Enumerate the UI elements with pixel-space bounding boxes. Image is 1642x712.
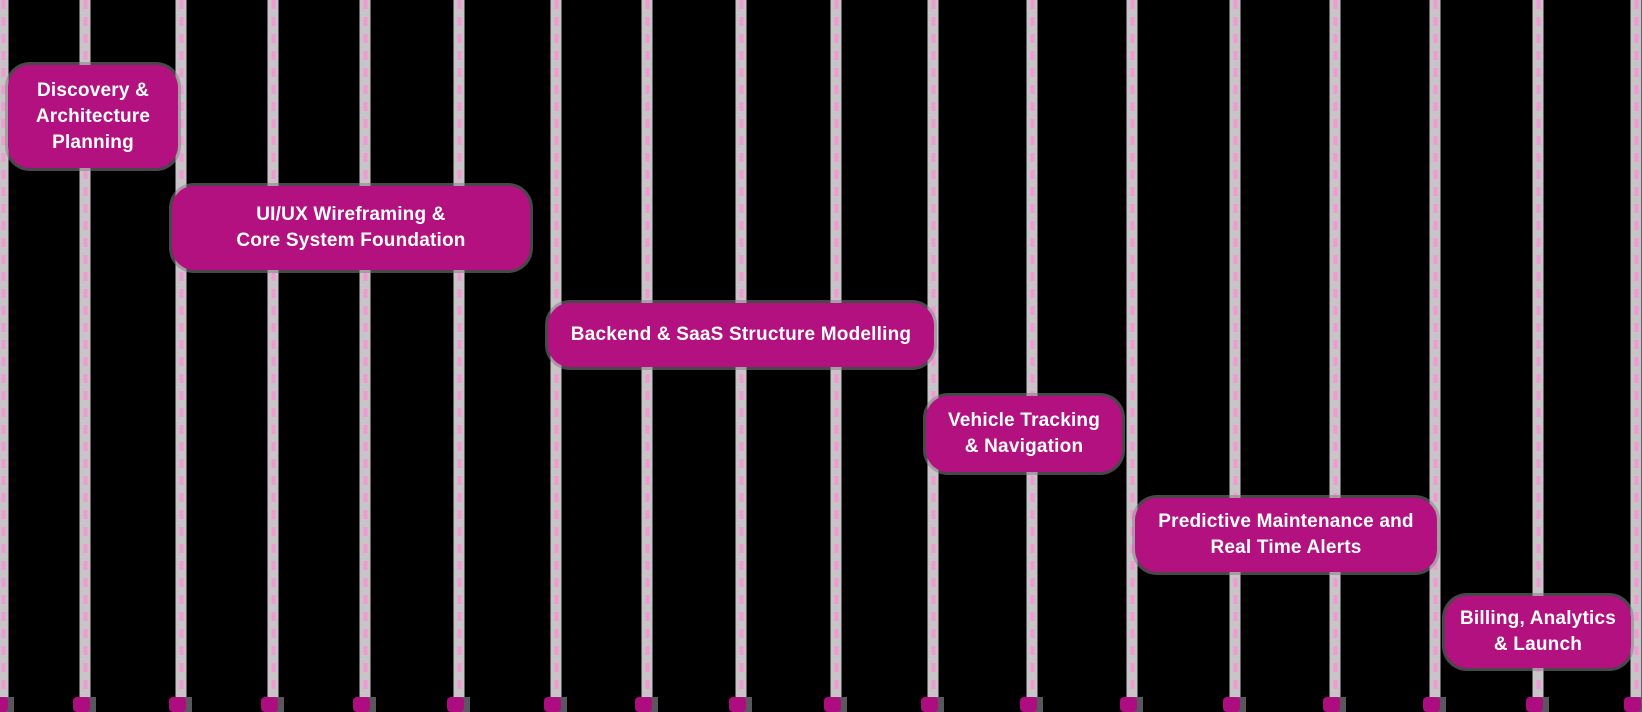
gridline	[1329, 0, 1341, 712]
gridline-dashes	[1233, 0, 1237, 712]
gridline-dashes	[1333, 0, 1337, 712]
gridline	[1630, 0, 1642, 712]
gridline-marker	[729, 697, 746, 712]
gridline-dashes	[931, 0, 935, 712]
task-bar[interactable]: Discovery & Architecture Planning	[8, 65, 178, 168]
gridline-dashes	[1433, 0, 1437, 712]
gridline-marker	[1526, 697, 1543, 712]
gridline-dashes	[1536, 0, 1540, 712]
gridline-marker	[544, 697, 561, 712]
gridline-dashes	[457, 0, 461, 712]
gridline-marker	[73, 697, 90, 712]
gridline-marker	[1223, 697, 1240, 712]
gridline	[1026, 0, 1038, 712]
gridline	[1532, 0, 1544, 712]
task-label: Discovery & Architecture Planning	[35, 79, 151, 153]
gridline	[453, 0, 465, 712]
task-label: Predictive Maintenance and Real Time Ale…	[1158, 511, 1414, 558]
gridline-marker	[635, 697, 652, 712]
gridline-marker	[1020, 697, 1037, 712]
gridline-marker	[1120, 697, 1137, 712]
gridline-dashes	[179, 0, 183, 712]
gridline-marker	[261, 697, 278, 712]
gridline-marker	[447, 697, 464, 712]
gridline-marker	[0, 697, 8, 712]
gridline	[359, 0, 371, 712]
gridline-marker	[1423, 697, 1440, 712]
task-bar[interactable]: Predictive Maintenance and Real Time Ale…	[1135, 498, 1437, 572]
gridline-marker	[1624, 697, 1641, 712]
task-label: UI/UX Wireframing & Core System Foundati…	[236, 204, 466, 251]
gridline-dashes	[1, 0, 5, 712]
gridline-dashes	[363, 0, 367, 712]
gridline-dashes	[83, 0, 87, 712]
gridline-marker	[824, 697, 841, 712]
gridline-marker	[921, 697, 938, 712]
gridline	[1126, 0, 1138, 712]
gridline	[267, 0, 279, 712]
gridline-dashes	[1634, 0, 1638, 712]
task-label: Billing, Analytics & Launch	[1460, 608, 1616, 655]
task-bar[interactable]: Vehicle Tracking & Navigation	[926, 396, 1122, 472]
gridline-marker	[1323, 697, 1340, 712]
gridline-marker	[353, 697, 370, 712]
gridline	[0, 0, 9, 712]
task-label: Backend & SaaS Structure Modelling	[570, 324, 912, 345]
gridline	[1429, 0, 1441, 712]
task-bar[interactable]: UI/UX Wireframing & Core System Foundati…	[172, 186, 530, 270]
gridline-dashes	[1030, 0, 1034, 712]
gridline	[927, 0, 939, 712]
task-label: Vehicle Tracking & Navigation	[947, 410, 1101, 457]
gridline	[79, 0, 91, 712]
gridline	[1229, 0, 1241, 712]
gridline-dashes	[271, 0, 275, 712]
task-bar[interactable]: Billing, Analytics & Launch	[1445, 596, 1631, 668]
task-bar[interactable]: Backend & SaaS Structure Modelling	[548, 303, 934, 367]
gridline-marker	[169, 697, 186, 712]
gridline	[175, 0, 187, 712]
gridline-dashes	[1130, 0, 1134, 712]
